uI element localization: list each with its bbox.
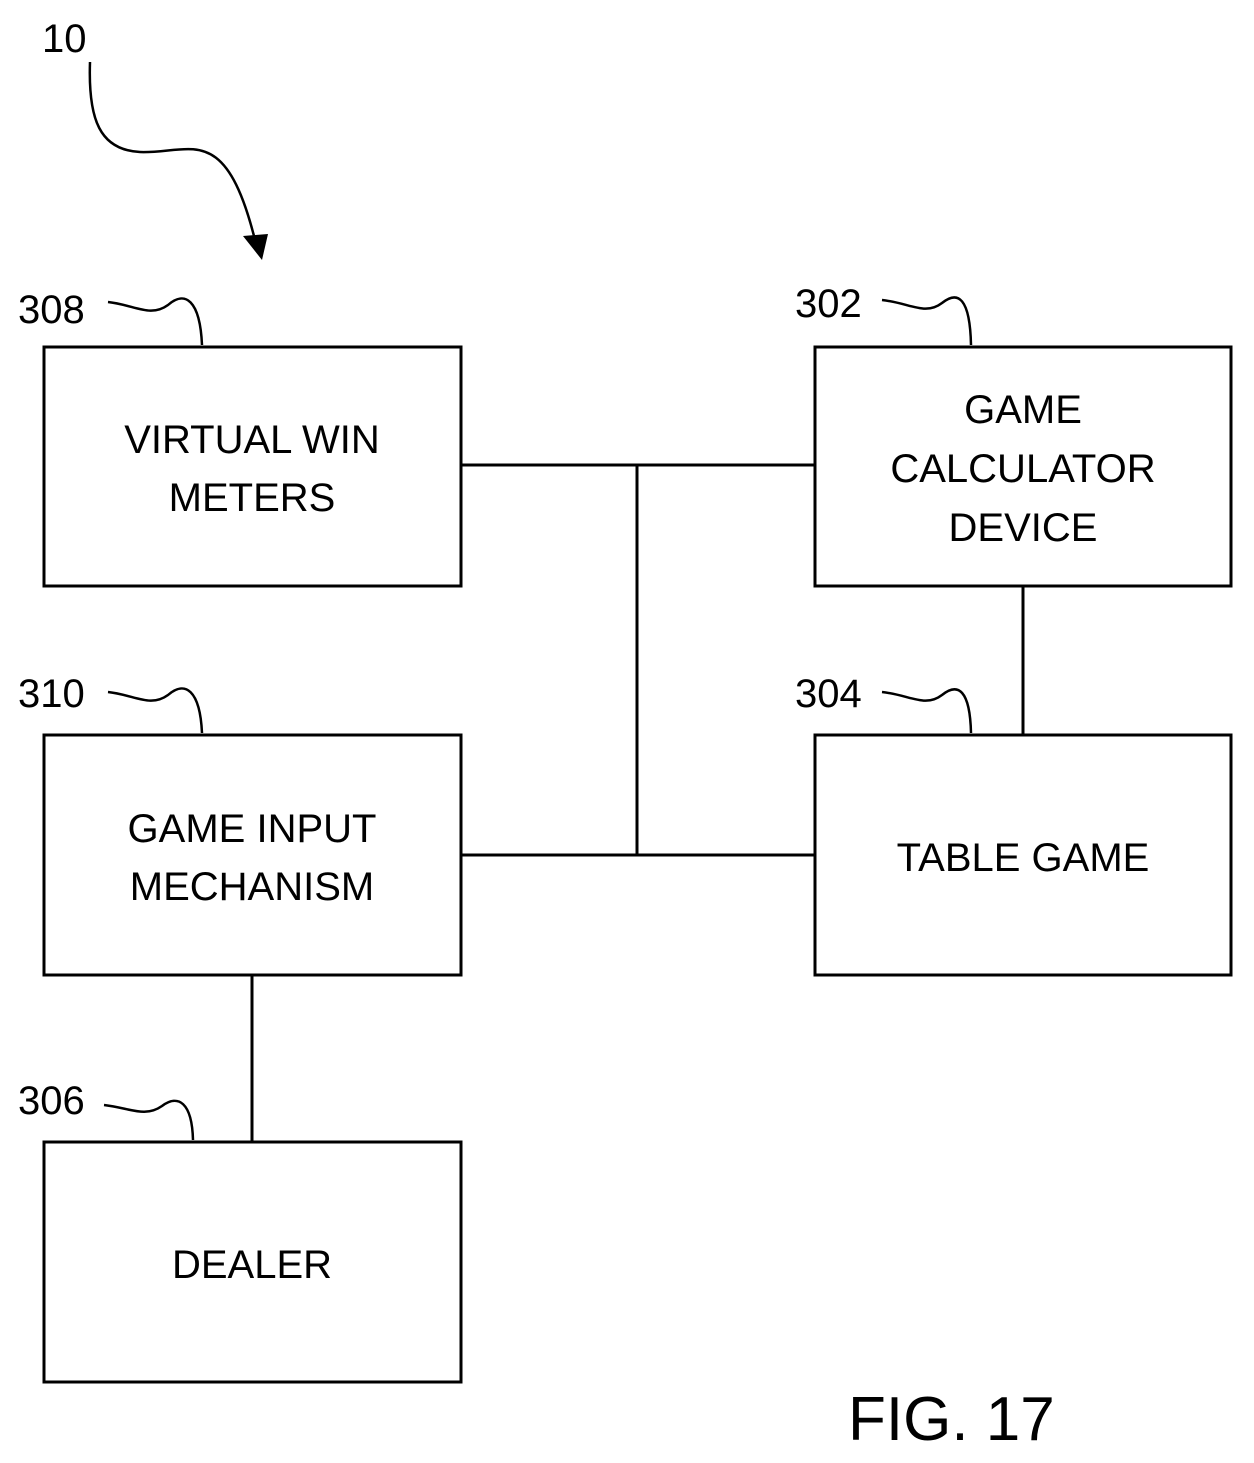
figure-ref-arrow <box>90 62 255 240</box>
game-input-mechanism-box <box>44 735 461 975</box>
dealer-line-1: DEALER <box>172 1243 332 1287</box>
ref-304-leader <box>882 689 971 733</box>
ref-304-label: 304 <box>795 672 862 716</box>
virtual-win-meters-box <box>44 347 461 586</box>
virtual-win-meters-line-1: VIRTUAL WIN <box>124 418 380 462</box>
block-dealer: DEALER <box>44 1142 461 1382</box>
ref-310-leader <box>108 688 202 733</box>
ref-302-leader <box>882 297 971 345</box>
figure-caption: FIG. 17 <box>848 1385 1055 1454</box>
game-calculator-device-line-3: DEVICE <box>949 506 1098 550</box>
table-game-line-1: TABLE GAME <box>897 836 1150 880</box>
game-calculator-device-line-1: GAME <box>964 388 1082 432</box>
block-game-input-mechanism: GAME INPUT MECHANISM <box>44 735 461 975</box>
arrowhead-icon <box>243 234 268 260</box>
game-input-mechanism-line-2: MECHANISM <box>130 865 374 909</box>
ref-308-leader <box>108 298 202 345</box>
virtual-win-meters-line-2: METERS <box>169 476 336 520</box>
ref-306-leader <box>104 1101 193 1140</box>
figure-ref-label: 10 <box>42 17 87 61</box>
block-virtual-win-meters: VIRTUAL WIN METERS <box>44 347 461 586</box>
ref-308-label: 308 <box>18 288 85 332</box>
game-input-mechanism-line-1: GAME INPUT <box>128 807 377 851</box>
game-calculator-device-line-2: CALCULATOR <box>890 447 1155 491</box>
ref-306-label: 306 <box>18 1079 85 1123</box>
ref-310-label: 310 <box>18 672 85 716</box>
block-table-game: TABLE GAME <box>815 735 1231 975</box>
block-game-calculator-device: GAME CALCULATOR DEVICE <box>815 347 1231 586</box>
ref-302-label: 302 <box>795 282 862 326</box>
